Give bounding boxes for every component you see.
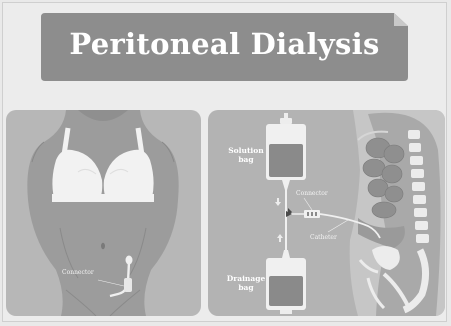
page-title: Peritoneal Dialysis — [41, 27, 408, 61]
dialysis-panel: Solution bag Drainage bag Connector Cath… — [208, 110, 445, 316]
torso-illustration — [6, 110, 201, 316]
title-banner: Peritoneal Dialysis — [41, 13, 408, 81]
torso-panel: Connector — [6, 110, 201, 316]
solution-bag-label-line2: bag — [226, 155, 266, 164]
solution-bag-label: Solution bag — [226, 146, 266, 164]
drainage-bag-label: Drainage bag — [224, 274, 268, 292]
catheter-label: Catheter — [310, 234, 337, 241]
solution-bag-label-line1: Solution — [226, 146, 266, 155]
drainage-bag-label-line1: Drainage — [224, 274, 268, 283]
left-connector-label: Connector — [62, 269, 94, 276]
right-connector-label: Connector — [296, 190, 328, 197]
drainage-bag-label-line2: bag — [224, 283, 268, 292]
